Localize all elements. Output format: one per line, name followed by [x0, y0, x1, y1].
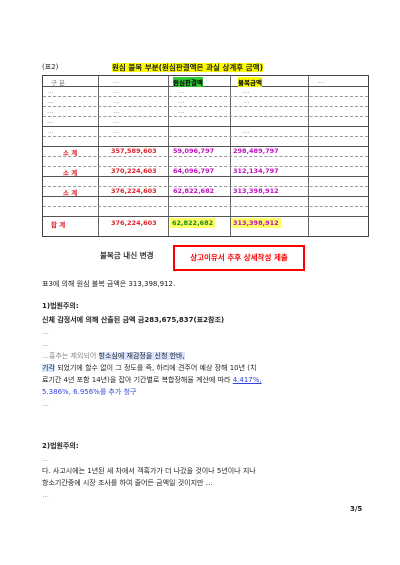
table-cell: …: [113, 117, 120, 125]
table-cell: …: [178, 107, 185, 115]
table-rule: [43, 136, 368, 137]
warning-text: 불복금 내신 변경: [100, 251, 154, 260]
appeal-table: 구 분 … 원심판결액 불복금액 … … … … … … … … … … … ……: [42, 75, 369, 237]
table-cell: …: [47, 117, 54, 125]
section2-heading: 2)법원주의:: [42, 442, 79, 450]
table-cell: …: [47, 127, 54, 135]
table-cell: …: [178, 97, 185, 105]
table-rule: [43, 96, 368, 97]
total-value: 376,224,603: [111, 219, 157, 227]
subtotal-value: 376,224,603: [111, 187, 157, 195]
section1-line: 료기간 4년 포함 14년)을 잡아 기간별로 복합장해율 계산에 따라 4.4…: [42, 374, 362, 386]
subtotal-row: 소 계 376,224,603 62,822,682 313,398,912: [43, 187, 368, 197]
red-notice-box: 상고이유서 추후 상세작성 제출: [173, 245, 305, 271]
table-title-text: 원심 불복 부분(원심판결액은 과실 상계후 금액): [112, 63, 264, 72]
subtotal-value: 62,822,682: [173, 187, 215, 195]
table-cell: …: [178, 87, 185, 95]
section1-line: …: [42, 340, 49, 348]
section1-text: …흉추는 제외되어: [42, 352, 99, 360]
table-cell: …: [47, 87, 54, 95]
subtotal-value: 313,398,912: [233, 187, 279, 195]
section2-line: …: [42, 491, 49, 499]
subtotal-value: 357,589,603: [111, 147, 157, 155]
section2-line: 다. 사고시에는 1년된 새 차에서 객혹가가 더 나갔을 것이나 5년이나 지…: [42, 467, 256, 475]
table-rule: [43, 196, 368, 197]
table-cell: …: [113, 77, 120, 85]
table-row: … … … …: [43, 97, 368, 106]
subtotal-value: 370,224,603: [111, 167, 157, 175]
subtotal-value: 59,096,797: [173, 147, 215, 155]
subtotal-value: 312,134,797: [233, 167, 279, 175]
table-row: … … …: [43, 127, 368, 136]
table-row: … … … …: [43, 87, 368, 96]
table-cell: …: [318, 77, 325, 85]
table-note: (표2): [42, 63, 59, 71]
summary-line: 표3에 의해 원심 불복 금액은 313,398,912.: [42, 280, 176, 288]
table-title: 원심 불복 부분(원심판결액은 과실 상계후 금액): [112, 62, 264, 73]
table-cell: …: [243, 127, 250, 135]
table-row: … …: [43, 117, 368, 126]
table-cell: 구 분: [51, 79, 66, 87]
section1-line: 신체 감정서에 의해 산출된 금액 금283,675,837(표2참조): [42, 316, 225, 324]
section1-rate: 5.386%, 6.956%를 추가 청구: [42, 388, 137, 396]
table-rule: [43, 146, 368, 147]
table-rule: [43, 186, 368, 187]
subtotal-label: 소 계: [63, 189, 78, 197]
total-value-highlight: 313,398,912: [231, 218, 281, 228]
table-rule: [43, 86, 368, 87]
section1-highlight: 기각: [42, 364, 55, 372]
table-cell: …: [113, 97, 120, 105]
subtotal-row: 소 계 370,224,603 64,096,797 312,134,797: [43, 167, 368, 177]
page-number: 3/5: [350, 505, 363, 513]
judgment-column-header: 원심판결액: [173, 77, 203, 87]
table-rule: [43, 216, 368, 217]
table-header-row: 구 분 … 원심판결액 불복금액 …: [43, 77, 368, 87]
section1-rate: 4.417%,: [232, 376, 262, 384]
table-rule: [43, 106, 368, 107]
table-rule: [43, 116, 368, 117]
section1-heading: 1)법원주의:: [42, 302, 79, 310]
table-cell: …: [243, 97, 250, 105]
total-label: 합 계: [51, 221, 66, 229]
section1-line: …: [42, 328, 49, 336]
appeal-column-header: 불복금액: [238, 77, 262, 87]
table-rule: [43, 156, 368, 157]
section1-line: 5.386%, 6.956%를 추가 청구: [42, 386, 362, 398]
table-cell: …: [113, 107, 120, 115]
table-rule: [43, 126, 368, 127]
table-cell: …: [47, 97, 54, 105]
table-cell: …: [113, 127, 120, 135]
section1-text: 료기간 4년 포함 14년)을 잡아 기간별로 복합장해율 계산에 따라: [42, 376, 233, 384]
section1-line: …: [42, 400, 49, 408]
section2-line: 항소기간중에 시장 조사를 하여 줄어든 금액일 것이지만 …: [42, 479, 213, 487]
subtotal-value: 298,489,797: [233, 147, 279, 155]
total-row: 합 계 376,224,603 62,822,682 313,398,912: [43, 217, 368, 231]
total-value-highlight: 62,822,682: [170, 218, 216, 228]
subtotal-value: 64,096,797: [173, 167, 215, 175]
table-rule: [43, 206, 368, 207]
section2-line: …: [42, 455, 49, 463]
section1-text: 되었기에 할수 없이 그 정도를 즉, 하리에 견주어 예상 장해 10년 (치: [54, 364, 257, 372]
table-cell: …: [47, 107, 54, 115]
section1-line: 기각 되었기에 할수 없이 그 정도를 즉, 하리에 견주어 예상 장해 10년…: [42, 362, 362, 374]
subtotal-label: 소 계: [63, 149, 78, 157]
table-row: … … …: [43, 107, 368, 116]
subtotal-label: 소 계: [63, 169, 78, 177]
table-cell: …: [243, 87, 250, 95]
subtotal-row: 소 계 357,589,603 59,096,797 298,489,797: [43, 147, 368, 157]
section1-line: …흉추는 제외되어 항소심에 재감정을 신청 한바,: [42, 350, 362, 362]
table-rule: [43, 176, 368, 177]
table-cell: …: [113, 87, 120, 95]
table-rule: [43, 166, 368, 167]
section1-highlight: 항소심에 재감정을 신청 한바,: [98, 352, 185, 360]
